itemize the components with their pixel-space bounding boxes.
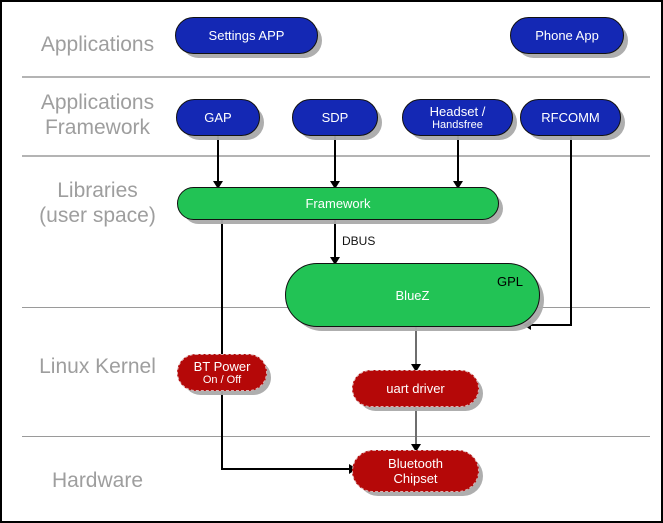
node-uart-driver[interactable]: uart driver [352,370,479,407]
layer-label-linux-kernel: Linux Kernel [39,355,156,378]
node-uart-driver-label: uart driver [386,381,445,396]
node-headset-handsfree[interactable]: Headset / Handsfree [402,99,513,136]
node-sdp[interactable]: SDP [292,99,378,136]
layer-label-libraries: Libraries (user space) [39,179,156,227]
node-settings-app-label: Settings APP [208,28,285,43]
arrowhead-framework-to-bluez [330,257,340,265]
node-gap-label: GAP [204,110,232,125]
separator-applications [22,76,650,78]
node-bluez-label: BlueZ [395,287,430,303]
arrowhead-gap-to-framework [213,181,223,189]
connector-power-to-chipset [221,468,352,470]
arrowhead-uart-to-chipset [411,444,421,452]
node-framework-label: Framework [305,196,371,211]
node-bt-power[interactable]: BT Power On / Off [177,354,267,391]
layer-label-applications: Applications [40,33,155,56]
arrowhead-bluez-to-uart [411,364,421,372]
node-sdp-label: SDP [321,110,349,125]
connector-bluez-to-uart [415,326,417,370]
layer-label-applications-framework: Applications Framework [40,91,155,139]
arrowhead-rfcomm-to-bluez [523,320,531,330]
edge-label-dbus: DBUS [342,234,376,248]
node-phone-app[interactable]: Phone App [510,17,624,54]
node-settings-app[interactable]: Settings APP [175,17,318,54]
connector-gap-to-framework [217,135,219,187]
node-bt-power-label-1: BT Power [193,358,251,374]
connector-rfcomm-vertical [570,135,572,326]
node-headset-handsfree-label-2: Handsfree [432,118,483,131]
node-bluetooth-chipset-label-2: Chipset [393,471,438,486]
node-phone-app-label: Phone App [535,28,599,43]
connector-rfcomm-horizontal [530,324,572,326]
connector-framework-to-bluez [334,218,336,263]
node-rfcomm[interactable]: RFCOMM [520,99,621,136]
arrowhead-headset-to-framework [453,181,463,189]
node-bluetooth-chipset[interactable]: Bluetooth Chipset [352,450,479,492]
node-framework[interactable]: Framework [177,187,499,220]
connector-framework-to-hardware [221,218,223,470]
node-bluez-license-tag: GPL [496,274,523,289]
connector-uart-to-chipset [415,406,417,450]
node-bluetooth-chipset-label-1: Bluetooth [388,456,443,471]
node-bt-power-label-2: On / Off [202,373,242,386]
connector-sdp-to-framework [334,135,336,187]
node-bluez[interactable]: BlueZ GPL [285,263,540,327]
node-headset-handsfree-label-1: Headset / [429,103,486,119]
arrowhead-sdp-to-framework [330,181,340,189]
connector-headset-to-framework [457,135,459,187]
node-gap[interactable]: GAP [176,99,260,136]
layer-label-hardware: Hardware [51,469,144,492]
separator-applications-framework [22,155,650,157]
separator-linux-kernel [22,436,650,437]
node-rfcomm-label: RFCOMM [541,110,600,125]
